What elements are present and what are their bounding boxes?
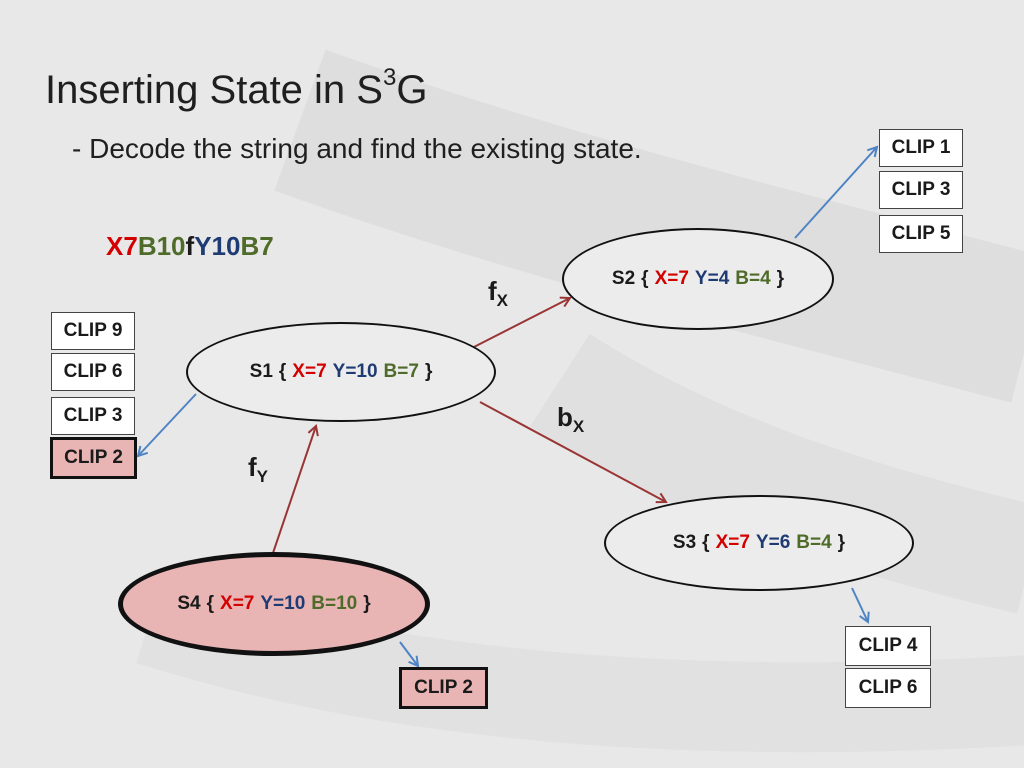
title-superscript: 3 — [382, 64, 397, 91]
clip-box-s2-1: CLIP 3 — [879, 171, 963, 209]
arrow-s2-to-clips — [794, 147, 877, 239]
code-b1: B10 — [137, 231, 186, 261]
arrow-s4-to-s1 — [272, 426, 316, 554]
arrow-s1-to-s2 — [471, 298, 570, 349]
slide-subtitle: - Decode the string and find the existin… — [72, 133, 642, 164]
clip-box-s1-0: CLIP 9 — [51, 312, 135, 350]
arrow-s3-to-clips — [851, 587, 868, 622]
arrow-s1-to-clips — [138, 393, 197, 456]
clip-box-s3-1: CLIP 6 — [845, 668, 931, 708]
clip-box-s2-2: CLIP 5 — [879, 215, 963, 253]
code-b2: B7 — [240, 231, 274, 261]
edge-label-bx: bX — [557, 402, 585, 436]
edge-label-fy: fY — [248, 452, 269, 486]
slide-title: Inserting State in S3G — [45, 64, 428, 112]
clip-box-s3-0: CLIP 4 — [845, 626, 931, 666]
clip-box-s1-1: CLIP 6 — [51, 353, 135, 391]
edge-label-fx: fX — [488, 276, 509, 310]
code-f: f — [185, 231, 195, 261]
encoded-string: X7B10fY10B7 — [106, 231, 274, 262]
code-y: Y10 — [194, 231, 241, 261]
clip-box-s2-0: CLIP 1 — [879, 129, 963, 167]
clip-box-s4-0-highlighted: CLIP 2 — [399, 667, 488, 709]
clip-box-s1-2: CLIP 3 — [51, 397, 135, 435]
clip-box-s1-3-highlighted: CLIP 2 — [50, 437, 137, 479]
code-x: X7 — [106, 231, 138, 261]
arrow-s1-to-s3 — [479, 401, 666, 502]
arrow-s4-to-clip — [399, 641, 418, 666]
